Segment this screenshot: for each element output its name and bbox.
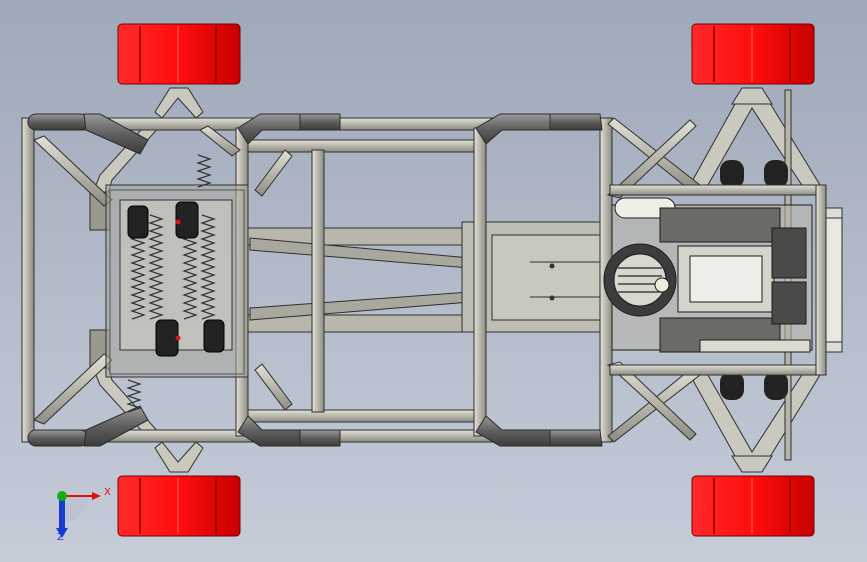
z-axis-arrow-icon [59, 496, 65, 532]
engine-assembly[interactable] [603, 197, 813, 353]
triad-z-label: Z [57, 532, 64, 543]
rear-shocks [720, 160, 788, 400]
brake-calipers [127, 201, 225, 357]
bent-tubes [27, 113, 603, 447]
front-right-wheel[interactable] [117, 475, 241, 537]
floor-braces [244, 221, 613, 333]
coordinate-triad: X Y Z [48, 482, 118, 544]
triad-x-label: X [104, 487, 111, 498]
rear-left-wheel[interactable] [691, 23, 815, 85]
front-left-wheel[interactable] [117, 23, 241, 85]
rear-right-wheel[interactable] [691, 475, 815, 537]
y-axis-dot-icon [57, 491, 67, 501]
